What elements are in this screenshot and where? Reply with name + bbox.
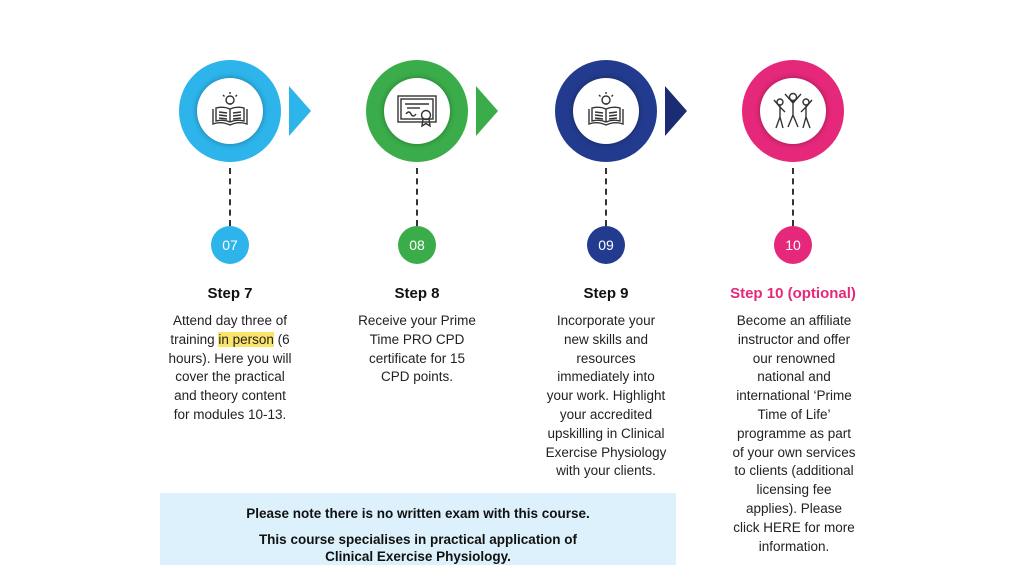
- book-lightbulb-icon: [212, 92, 248, 126]
- step-8-ring: [366, 60, 468, 162]
- step-8-connector: [416, 168, 418, 226]
- step-10-number-badge: 10: [774, 226, 812, 264]
- step-10-connector: [792, 168, 794, 226]
- step-8-title: Step 8: [394, 285, 440, 302]
- note-line-3: Clinical Exercise Physiology.: [325, 549, 511, 564]
- step-9-connector: [605, 168, 607, 226]
- step-8-description: Receive your Prime Time PRO CPD certific…: [358, 313, 476, 385]
- step-10-description: Become an affiliate instructor and offer…: [732, 313, 856, 554]
- people-celebrating-icon: [773, 92, 813, 129]
- step-8-icon-circle: [384, 78, 450, 144]
- step-9-title: Step 9: [583, 285, 629, 302]
- step-9-description: Incorporate your new skills and resource…: [545, 313, 667, 479]
- step-9-arrow: [665, 86, 687, 136]
- book-lightbulb-icon: [588, 92, 624, 126]
- step-8-number-badge: 08: [398, 226, 436, 264]
- step-7-title: Step 7: [207, 285, 253, 302]
- step-9-ring: [555, 60, 657, 162]
- step-10-ring: [742, 60, 844, 162]
- step-7-number-badge: 07: [211, 226, 249, 264]
- note-line-2: This course specialises in practical app…: [258, 532, 578, 547]
- highlight-in-person: in person: [218, 331, 274, 347]
- step-7-ring: [179, 60, 281, 162]
- step-10-icon-circle: [760, 78, 826, 144]
- step-7-icon-circle: [197, 78, 263, 144]
- note-line-1: Please note there is no written exam wit…: [246, 506, 590, 521]
- step-10-title: Step 10 (optional): [730, 285, 856, 302]
- step-8-arrow: [476, 86, 498, 136]
- step-7-arrow: [289, 86, 311, 136]
- certificate-icon: [397, 95, 437, 128]
- step-9-icon-circle: [573, 78, 639, 144]
- step-7-connector: [229, 168, 231, 226]
- exam-note-box: Please note there is no written exam wit…: [160, 493, 676, 565]
- step-7-description: Attend day three of training in person (…: [168, 313, 292, 422]
- step-9-number-badge: 09: [587, 226, 625, 264]
